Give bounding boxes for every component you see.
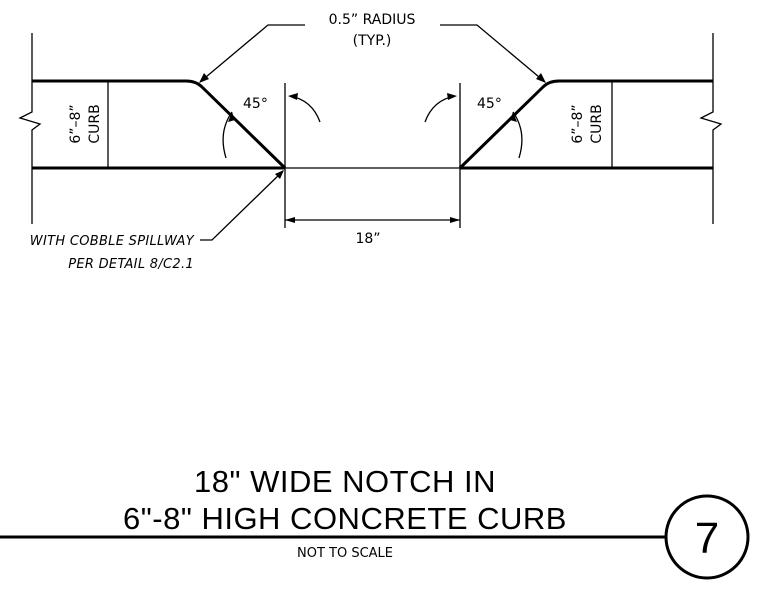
spillway-leader (200, 170, 284, 241)
notch-width-label: 18” (355, 231, 380, 247)
left-angle-arc-upper (288, 93, 321, 123)
spillway-note-line1: WITH COBBLE SPILLWAY (30, 234, 195, 249)
detail-title-line1: 18" WIDE NOTCH IN (194, 464, 496, 499)
left-angle-arc-lower (222, 111, 235, 159)
right-break-line (699, 33, 723, 224)
radius-note-line2: (TYP.) (353, 33, 392, 49)
right-angle-label: 45° (477, 96, 502, 112)
detail-number: 7 (695, 514, 719, 563)
left-angle-label: 45° (243, 96, 268, 112)
detail-number-circle (664, 494, 750, 580)
radius-leader-left (199, 24, 305, 83)
left-curb-top-edge (32, 79, 287, 170)
right-angle-arc-lower (510, 111, 523, 159)
scale-note: NOT TO SCALE (297, 546, 393, 561)
right-curb-top-edge (458, 79, 713, 170)
left-curb-height-label: 6”–8” (68, 104, 84, 143)
right-curb-height-label: 6”–8” (570, 104, 586, 143)
radius-note-line1: 0.5” RADIUS (329, 12, 416, 28)
left-break-line (18, 33, 42, 224)
right-angle-arc-upper (424, 93, 457, 123)
right-curb-label: CURB (589, 104, 605, 143)
spillway-note-line2: PER DETAIL 8/C2.1 (68, 257, 194, 272)
radius-leader-right (440, 24, 546, 83)
left-curb-label: CURB (87, 104, 103, 143)
detail-title-line2: 6"-8" HIGH CONCRETE CURB (123, 501, 567, 536)
notch-width-dimension (285, 217, 460, 223)
